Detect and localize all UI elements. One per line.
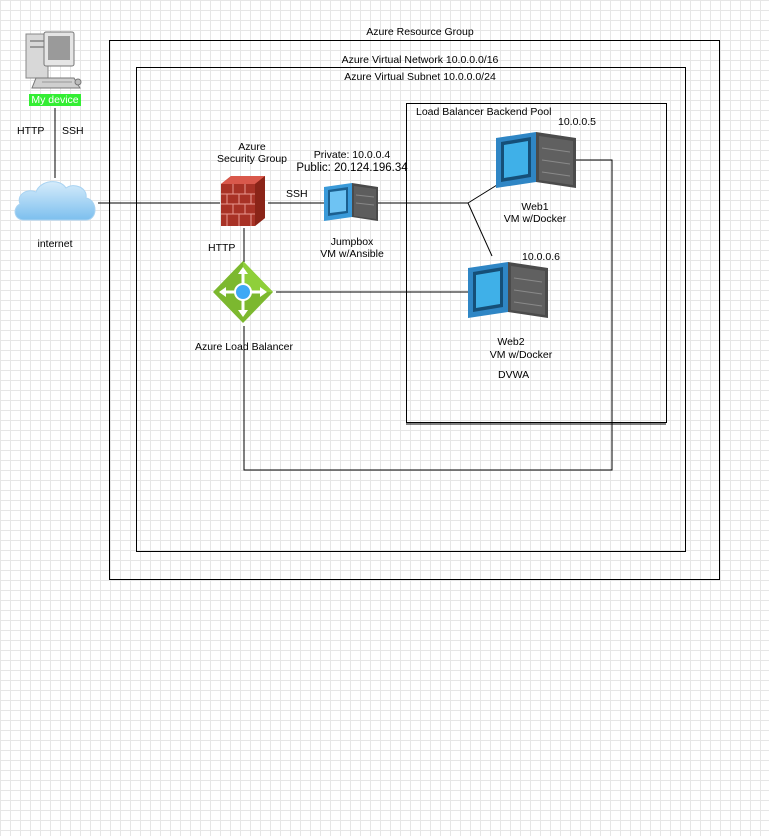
cloud-icon: [14, 181, 96, 221]
jumpbox-name-label: Jumpbox: [330, 236, 374, 248]
jumpbox-desc-label: VM w/Ansible: [320, 248, 384, 260]
my-device-label: My device: [29, 94, 81, 106]
jumpbox-public-label: Public: 20.124.196.34: [296, 162, 408, 174]
web2-desc-label: VM w/Docker: [489, 349, 553, 361]
web1-desc-label: VM w/Docker: [503, 213, 567, 225]
computer-icon: [25, 31, 82, 89]
device-http-label: HTTP: [17, 125, 45, 137]
backend-pool-label: Load Balancer Backend Pool: [416, 106, 552, 118]
web1-vm-icon: [496, 132, 576, 188]
sg-jumpbox-ssh-label: SSH: [286, 188, 308, 200]
web1-name-label: Web1: [521, 201, 549, 213]
internet-label: internet: [37, 238, 73, 250]
jumpbox-web1-line: [467, 184, 498, 204]
dvwa-label: DVWA: [498, 369, 530, 381]
virtual-subnet-label: Azure Virtual Subnet 10.0.0.0/24: [344, 71, 496, 83]
web1-ip-label: 10.0.0.5: [558, 116, 596, 128]
web2-vm-icon: [468, 262, 548, 318]
web2-ip-label: 10.0.0.6: [522, 251, 560, 263]
jumpbox-private-label: Private: 10.0.0.4: [313, 149, 391, 161]
virtual-network-box: [136, 67, 686, 552]
resource-group-box: [109, 40, 720, 580]
jumpbox-web2-line: [467, 202, 493, 257]
device-ssh-label: SSH: [62, 125, 84, 137]
load-balancer-icon: [213, 261, 273, 323]
web2-name-label: Web2: [497, 336, 525, 348]
security-group-label-1: Azure: [238, 141, 266, 153]
backend-pool-box: [406, 103, 667, 423]
sg-lb-http-label: HTTP: [208, 242, 236, 254]
virtual-network-label: Azure Virtual Network 10.0.0.0/16: [341, 54, 499, 66]
lb-web1-line: [243, 159, 613, 471]
security-group-label-2: Security Group: [216, 153, 288, 165]
load-balancer-label: Azure Load Balancer: [194, 341, 294, 353]
resource-group-label: Azure Resource Group: [366, 26, 474, 38]
firewall-icon: [221, 176, 265, 226]
jumpbox-vm-icon: [324, 183, 378, 221]
